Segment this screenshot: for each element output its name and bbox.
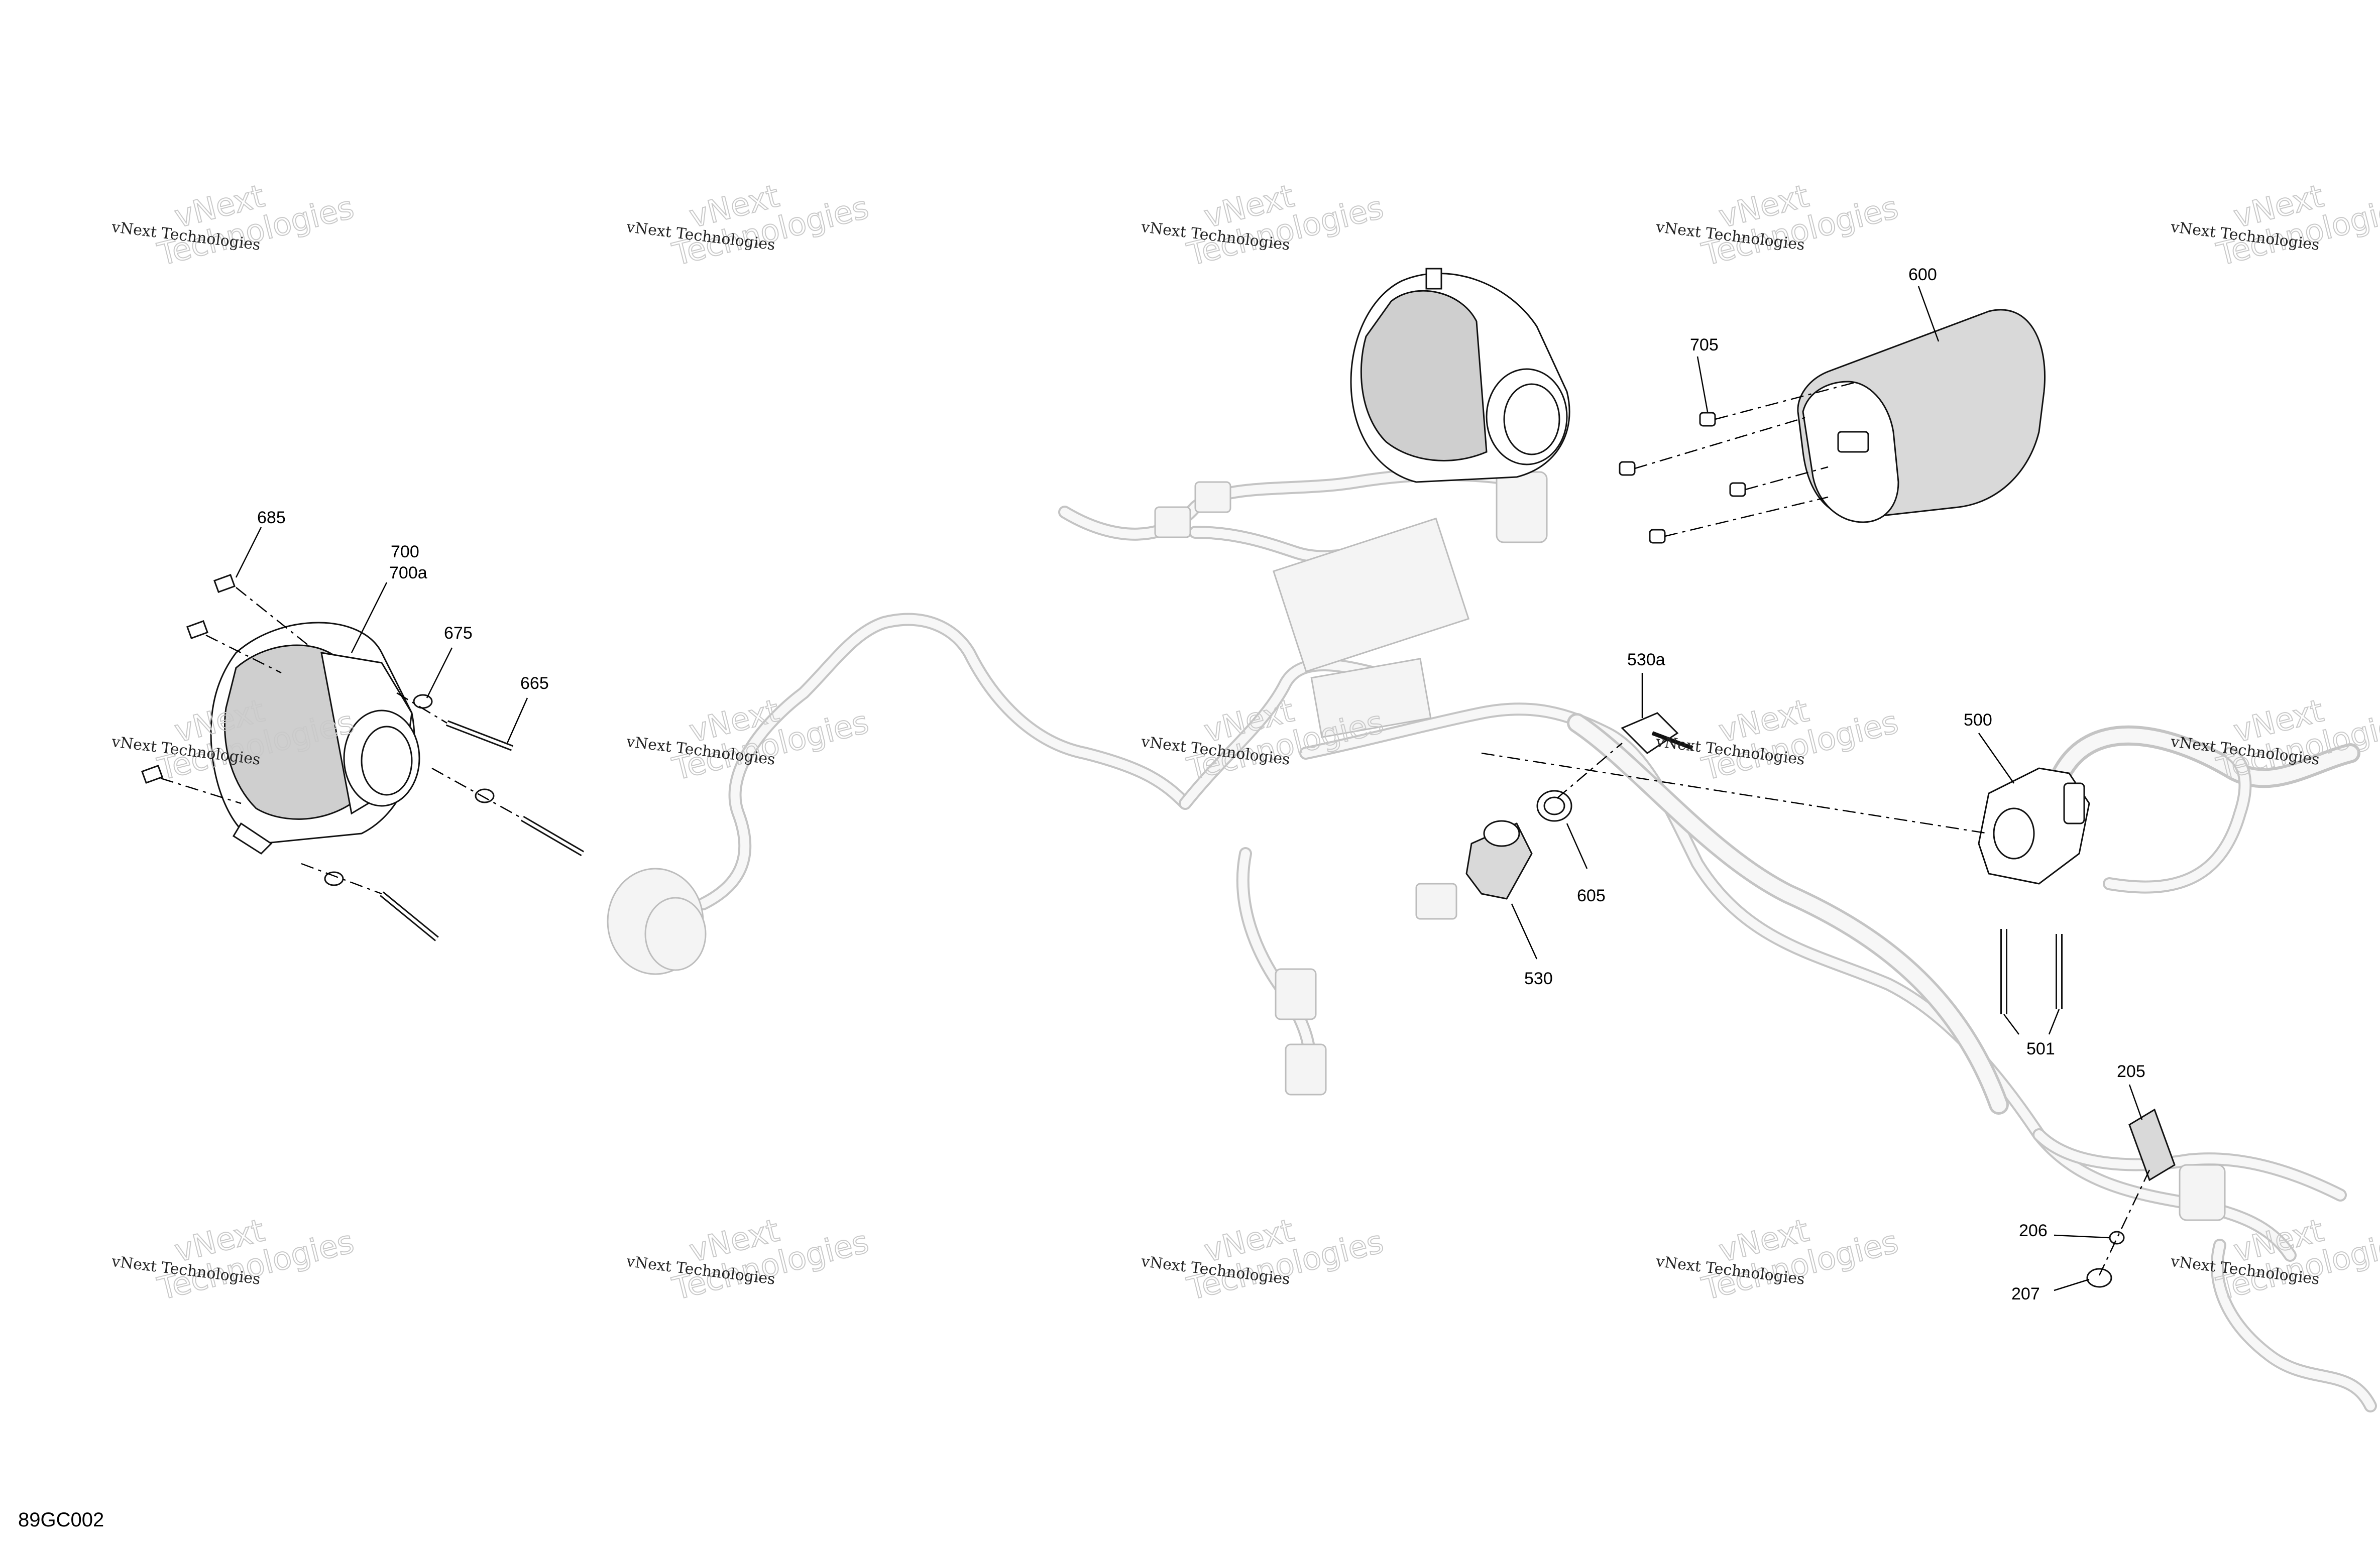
callout-700: 700 — [391, 542, 419, 561]
dash-switch — [1481, 752, 1989, 835]
callout-205: 205 — [2117, 1062, 2145, 1081]
callout-530a: 530a — [1627, 650, 1665, 669]
key-530a — [1621, 712, 1693, 754]
dash-ignition — [1556, 743, 1623, 799]
wiring-harness-ghost — [607, 468, 2377, 1412]
dash-lines-left — [160, 587, 523, 895]
callout-605: 605 — [1577, 886, 1606, 905]
callout-530: 530 — [1524, 969, 1553, 988]
ring-605 — [1536, 790, 1572, 822]
washer-207 — [2086, 1268, 2112, 1288]
washer-675 — [324, 694, 495, 886]
diagram-code: 89GC002 — [18, 1509, 104, 1531]
callout-206: 206 — [2019, 1221, 2048, 1240]
callout-705: 705 — [1690, 335, 1719, 354]
callout-685: 685 — [257, 508, 286, 527]
bolt-665 — [380, 720, 585, 941]
leader-lines — [235, 286, 2143, 1291]
callout-500: 500 — [1964, 710, 1992, 730]
screw-501 — [2000, 929, 2063, 1014]
callout-700a: 700a — [389, 563, 427, 582]
callout-600: 600 — [1908, 265, 1937, 284]
callout-665: 665 — [520, 674, 549, 693]
callout-207: 207 — [2011, 1284, 2040, 1303]
handlebar-switch-500 — [1978, 767, 2090, 885]
screw-705 — [1619, 412, 1746, 544]
screw-685 — [141, 573, 236, 784]
nut-206 — [2109, 1231, 2125, 1245]
upper-headlamp — [1350, 268, 1570, 483]
ignition-switch-530 — [1465, 820, 1533, 900]
callout-501: 501 — [2026, 1039, 2055, 1058]
dash-lines-gauge — [1634, 381, 1859, 537]
gauge-600 — [1797, 309, 2046, 523]
clip-205 — [2128, 1108, 2176, 1181]
left-headlamp-assembly — [210, 622, 420, 855]
callout-675: 675 — [444, 624, 473, 643]
dash-clip — [2098, 1169, 2150, 1276]
callout-labels: 685 700 700a 675 665 705 600 530a 500 60… — [257, 265, 2145, 1303]
